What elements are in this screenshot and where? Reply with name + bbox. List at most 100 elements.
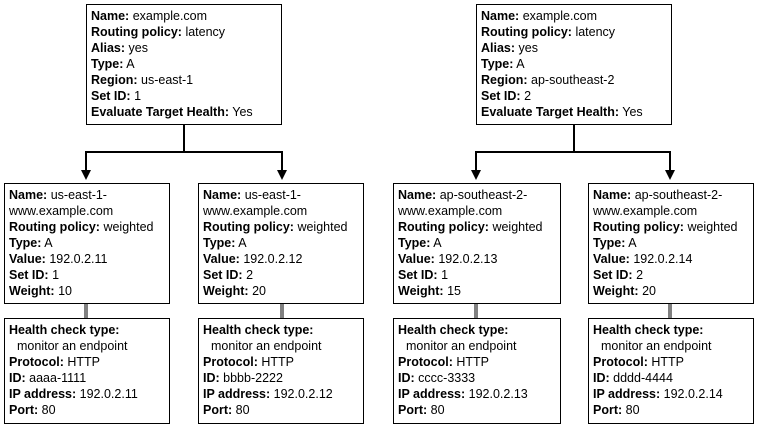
tree-connector-right	[471, 125, 675, 180]
alias-value: yes	[518, 41, 538, 55]
routing-policy-value: latency	[575, 25, 616, 39]
ip-address-value: 192.0.2.13	[468, 387, 528, 401]
record-alias-row: Alias: yes	[481, 40, 667, 56]
record-eval-row: Evaluate Target Health: Yes	[481, 104, 667, 120]
health-link-3	[474, 304, 478, 318]
protocol-row: Protocol: HTTP	[203, 354, 359, 370]
weighted-type-row: Type: A	[9, 235, 165, 251]
weight-value: 20	[642, 284, 656, 298]
port-row: Port: 80	[9, 402, 165, 418]
weighted-name-row: Name: us-east-1-	[203, 187, 359, 203]
health-check-type-label: Health check type:	[398, 323, 509, 337]
name-label: Name:	[91, 9, 130, 23]
name-value: example.com	[522, 9, 598, 23]
protocol-value: HTTP	[651, 355, 684, 369]
id-row: ID: aaaa-1111	[9, 370, 165, 386]
health-check-type-value: monitor an endpoint	[406, 339, 517, 353]
name-value-line2: www.example.com	[203, 204, 308, 218]
weight-label: Weight:	[9, 284, 55, 298]
weighted-policy-row: Routing policy: weighted	[398, 219, 556, 235]
id-value: dddd-4444	[613, 371, 673, 385]
protocol-row: Protocol: HTTP	[9, 354, 165, 370]
tree-connector-left	[81, 125, 287, 180]
routing-policy-value: weighted	[297, 220, 348, 234]
type-label: Type:	[398, 236, 431, 250]
value-label: Value:	[203, 252, 240, 266]
id-label: ID:	[203, 371, 220, 385]
weighted-value-row: Value: 192.0.2.12	[203, 251, 359, 267]
routing-policy-value: latency	[185, 25, 226, 39]
health-check-type-value-row: monitor an endpoint	[203, 338, 359, 354]
id-value: bbbb-2222	[223, 371, 283, 385]
port-label: Port:	[9, 403, 39, 417]
region-value: ap-southeast-2	[531, 73, 615, 87]
record-type-row: Type: A	[481, 56, 667, 72]
value-value: 192.0.2.11	[49, 252, 108, 266]
routing-policy-label: Routing policy:	[593, 220, 684, 234]
set-id-label: Set ID:	[91, 89, 131, 103]
value-value: 192.0.2.13	[438, 252, 498, 266]
evaluate-target-health-label: Evaluate Target Health:	[91, 105, 230, 119]
port-label: Port:	[203, 403, 233, 417]
record-alias-row: Alias: yes	[91, 40, 277, 56]
set-id-label: Set ID:	[9, 268, 49, 282]
value-label: Value:	[9, 252, 46, 266]
region-label: Region:	[91, 73, 138, 87]
evaluate-target-health-value: Yes	[622, 105, 643, 119]
weighted-value-row: Value: 192.0.2.13	[398, 251, 556, 267]
set-id-value: 1	[441, 268, 449, 282]
record-eval-row: Evaluate Target Health: Yes	[91, 104, 277, 120]
weighted-weight-row: Weight: 20	[203, 283, 359, 299]
record-setid-row: Set ID: 1	[91, 88, 277, 104]
protocol-label: Protocol:	[203, 355, 258, 369]
set-id-value: 2	[636, 268, 644, 282]
ip-address-label: IP address:	[398, 387, 466, 401]
record-name-row: Name: example.com	[481, 8, 667, 24]
health-link-1	[84, 304, 88, 318]
name-value-line1: ap-southeast-2-	[634, 188, 723, 202]
name-value: example.com	[132, 9, 208, 23]
weighted-record-box-1: Name: us-east-1- www.example.com Routing…	[4, 183, 170, 304]
set-id-value: 1	[134, 89, 142, 103]
routing-policy-value: weighted	[492, 220, 543, 234]
weight-label: Weight:	[398, 284, 444, 298]
weighted-name-row: Name: us-east-1-	[9, 187, 165, 203]
name-value-line1: ap-southeast-2-	[439, 188, 528, 202]
name-label: Name:	[398, 188, 437, 202]
weighted-value-row: Value: 192.0.2.14	[593, 251, 749, 267]
weighted-name-row-2: www.example.com	[9, 203, 165, 219]
protocol-row: Protocol: HTTP	[593, 354, 749, 370]
alias-value: yes	[128, 41, 148, 55]
health-check-type-row: Health check type:	[9, 322, 165, 338]
region-value: us-east-1	[141, 73, 194, 87]
id-value: cccc-3333	[418, 371, 476, 385]
alias-label: Alias:	[91, 41, 126, 55]
weighted-weight-row: Weight: 15	[398, 283, 556, 299]
record-region-row: Region: ap-southeast-2	[481, 72, 667, 88]
id-row: ID: cccc-3333	[398, 370, 556, 386]
health-link-4	[668, 304, 672, 318]
health-check-box-3: Health check type: monitor an endpoint P…	[393, 318, 561, 424]
health-check-box-2: Health check type: monitor an endpoint P…	[198, 318, 364, 424]
protocol-value: HTTP	[261, 355, 294, 369]
port-row: Port: 80	[203, 402, 359, 418]
evaluate-target-health-value: Yes	[232, 105, 253, 119]
set-id-value: 1	[52, 268, 60, 282]
protocol-label: Protocol:	[593, 355, 648, 369]
id-row: ID: bbbb-2222	[203, 370, 359, 386]
record-policy-row: Routing policy: latency	[481, 24, 667, 40]
set-id-label: Set ID:	[593, 268, 633, 282]
ip-address-label: IP address:	[203, 387, 271, 401]
weighted-weight-row: Weight: 20	[593, 283, 749, 299]
routing-policy-label: Routing policy:	[9, 220, 100, 234]
record-name-row: Name: example.com	[91, 8, 277, 24]
weighted-policy-row: Routing policy: weighted	[9, 219, 165, 235]
name-label: Name:	[9, 188, 48, 202]
weight-value: 15	[447, 284, 461, 298]
type-value: A	[44, 236, 53, 250]
record-type-row: Type: A	[91, 56, 277, 72]
id-label: ID:	[9, 371, 26, 385]
health-check-type-label: Health check type:	[9, 323, 120, 337]
health-check-type-row: Health check type:	[593, 322, 749, 338]
weighted-type-row: Type: A	[593, 235, 749, 251]
